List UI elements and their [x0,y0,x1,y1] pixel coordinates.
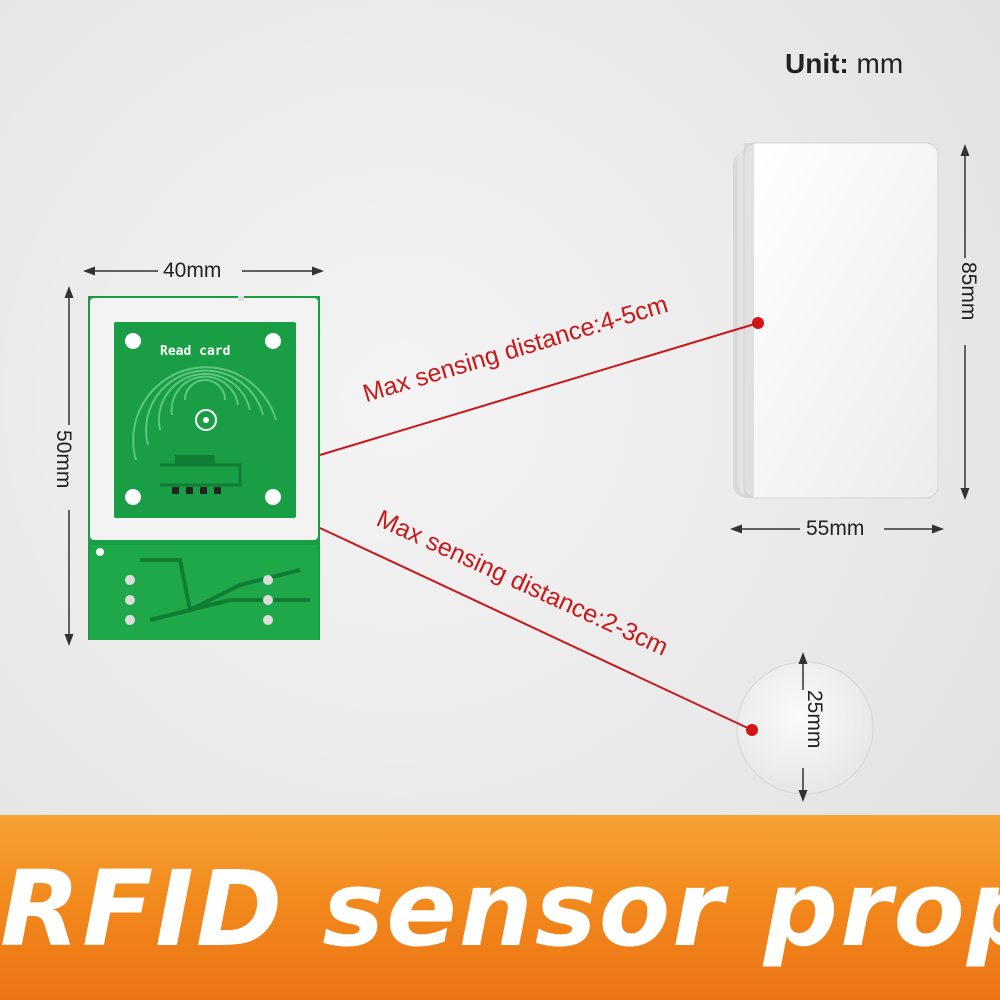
coin-diameter-label: 25mm [803,690,826,749]
banner-title: RFID sensor prop [0,848,1000,970]
unit-caption: Unit: mm [785,48,903,80]
rfid-reader-board [88,296,320,640]
board-width-label: 40mm [163,259,222,282]
sensing-line-tag [319,527,758,736]
product-scene [64,142,970,802]
unit-value: mm [856,48,904,79]
mount-hole [265,489,281,505]
card-width-label: 55mm [806,517,865,540]
mount-hole [125,333,141,349]
board-silkscreen-label: Read card [160,344,231,359]
card-height-label: 85mm [957,262,980,321]
mount-hole [265,333,281,349]
title-banner [0,815,1000,1000]
antenna-waves-icon [132,366,277,461]
unit-label: Unit: [785,48,849,79]
board-height-label: 50mm [52,430,75,489]
sensing-line-card [319,317,764,456]
rfid-id-card [733,142,939,499]
mount-hole [125,489,141,505]
